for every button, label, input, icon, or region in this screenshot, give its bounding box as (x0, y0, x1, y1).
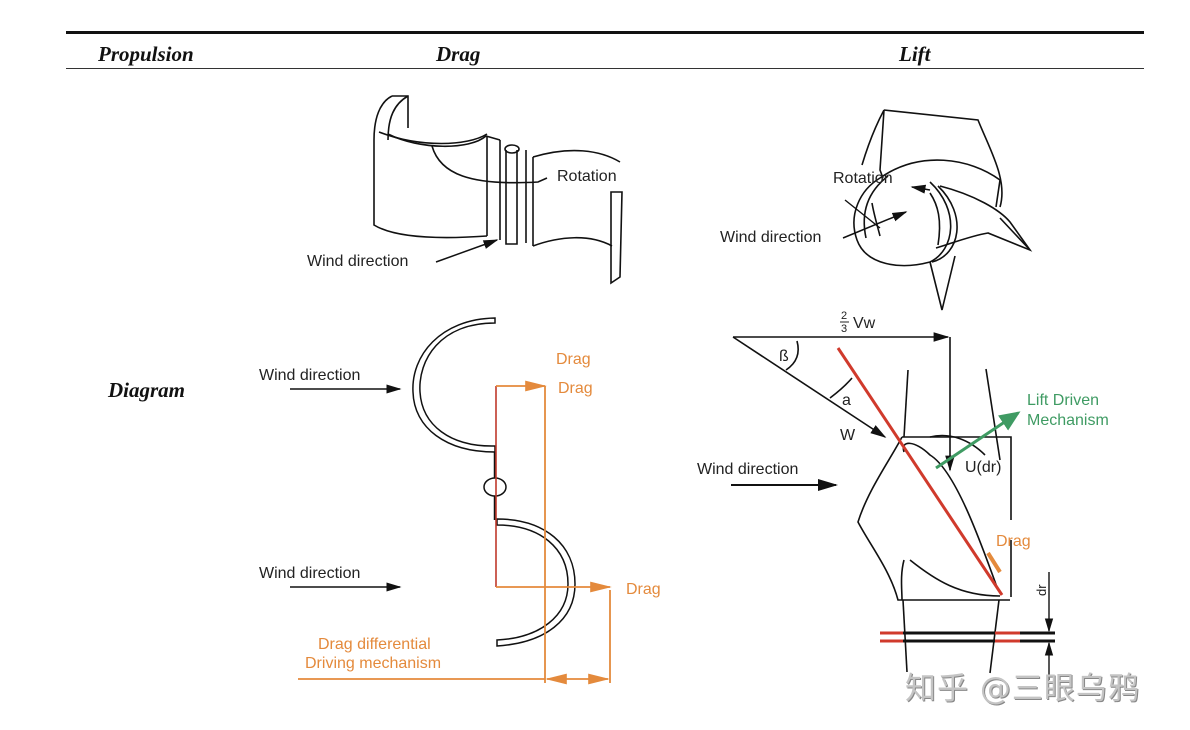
label-drag-3: Drag (626, 581, 661, 598)
hub-circle (483, 477, 507, 497)
drag-force-lines (298, 380, 612, 685)
label-wind-direction-top: Wind direction (259, 367, 360, 384)
label-u-dr: U(dr) (965, 459, 1001, 476)
label-drag-1: Drag (556, 351, 591, 368)
vw-fraction-denominator: 3 (841, 323, 847, 335)
label-wind-direction-drag-iso: Wind direction (307, 253, 408, 270)
label-alpha: a (842, 392, 851, 409)
watermark: 知乎 @三眼乌鸦 (905, 671, 1140, 707)
label-dr: dr (1034, 584, 1049, 596)
wind-arrow-drag-iso (435, 239, 499, 263)
label-beta: ß (779, 348, 789, 365)
bottom-blade (929, 255, 956, 311)
label-vw: Vw (853, 315, 876, 332)
velocity-triangle (732, 332, 955, 472)
savonius-isometric (373, 95, 623, 285)
label-wind-direction-lift-iso: Wind direction (720, 229, 821, 246)
table-header-rule (66, 68, 1144, 69)
chord-line (836, 347, 1004, 596)
label-mechanism-line1: Drag differential (318, 636, 431, 653)
blade-section (857, 368, 1012, 674)
savonius-cross-section (412, 317, 576, 647)
bucket-left-outer (373, 95, 488, 239)
header-lift: Lift (899, 42, 931, 66)
label-wind-direction-lift: Wind direction (697, 461, 798, 478)
vw-fraction-numerator: 2 (841, 310, 847, 322)
table-top-rule (66, 31, 1144, 34)
bucket-right-top (532, 149, 621, 163)
bucket-right-bottom (532, 236, 613, 247)
bucket-right-edge (610, 191, 623, 285)
label-lift-line2: Mechanism (1027, 412, 1109, 429)
row-label-diagram: Diagram (108, 378, 186, 402)
dr-segment (880, 572, 1055, 680)
bucket-left-rim (387, 95, 409, 141)
lift-arrow (935, 411, 1021, 470)
propeller-isometric (853, 109, 1033, 311)
right-blade (935, 185, 1033, 252)
label-rotation-drag: Rotation (557, 168, 617, 185)
header-drag: Drag (436, 42, 481, 66)
label-lift-line1: Lift Driven (1027, 392, 1099, 409)
drag-arrow-lift (986, 551, 1002, 574)
label-drag-2: Drag (558, 380, 593, 397)
upper-bucket (412, 317, 496, 453)
header-propulsion: Propulsion (98, 42, 194, 66)
label-rotation-lift: Rotation (833, 170, 893, 187)
label-wind-direction-bottom: Wind direction (259, 565, 360, 582)
rotation-arrow-arc (929, 192, 941, 246)
label-w: W (840, 427, 856, 444)
rotation-arrow-head (910, 184, 931, 194)
wind-arrow-lift-iso (842, 211, 908, 239)
hub-face (853, 177, 931, 267)
shaft (505, 150, 518, 245)
shaft-top (504, 144, 520, 154)
label-mechanism-line2: Driving mechanism (305, 655, 441, 672)
label-drag-lift: Drag (996, 533, 1031, 550)
lower-bucket (496, 518, 576, 647)
wind-line-lift-iso (844, 199, 881, 229)
blade-top-outline (883, 109, 1003, 208)
rotation-arc (431, 145, 548, 184)
